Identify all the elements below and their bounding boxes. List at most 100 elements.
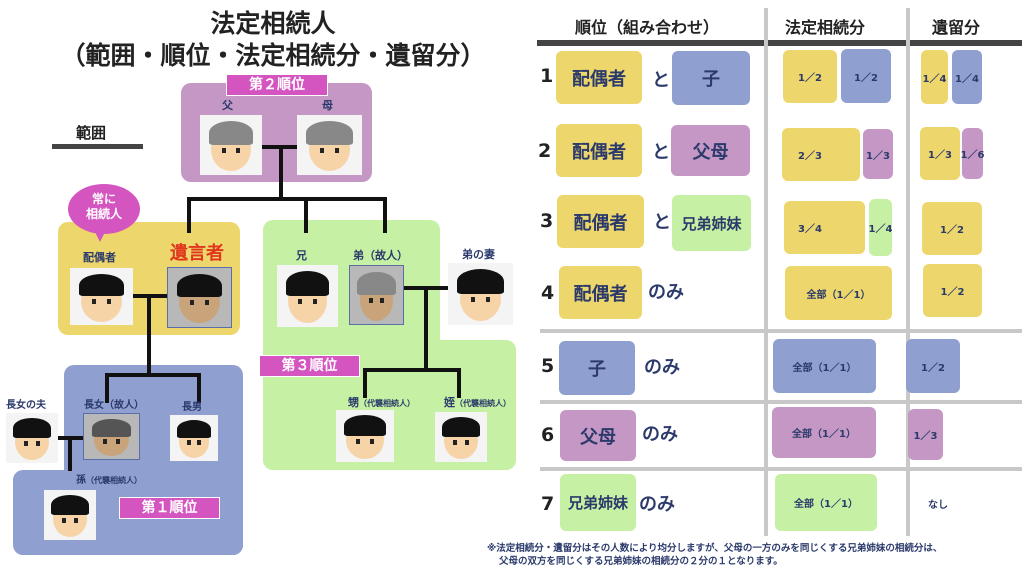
legal-share-spouse: 全部（1／1）: [785, 266, 892, 320]
younger-brother-label: 弟（故人）: [353, 249, 408, 262]
footnote-line2: 父母の双方を同じくする兄弟姉妹の相続分の２分の１となります。: [499, 556, 783, 567]
legend-line: [52, 144, 143, 149]
niece-label-group: 姪（代襲相続人）: [444, 397, 511, 410]
legend-scope-label: 範囲: [76, 124, 107, 142]
reserved-share-spouse: 1／3: [920, 127, 960, 180]
legal-share-spouse: 3／4: [784, 201, 865, 254]
older-brother-photo: [277, 265, 338, 327]
rank1-tag: 第１順位: [119, 497, 220, 519]
representative-note: （代襲相続人）: [359, 399, 415, 408]
column-divider: [906, 8, 910, 536]
line: [424, 286, 428, 372]
header-reserved-share: 遺留分: [932, 18, 981, 37]
legal-share-child: 全部（1／1）: [773, 339, 876, 393]
line: [383, 197, 387, 233]
younger-brother-photo: [349, 265, 404, 325]
daughter-husband-photo: [6, 413, 58, 463]
heir-spouse: 配偶者: [557, 195, 644, 248]
line: [363, 368, 461, 372]
title-line1: 法定相続人: [210, 9, 336, 38]
legal-share-parents: 全部（1／1）: [772, 407, 876, 458]
eldest-daughter-photo: [83, 413, 140, 460]
header-rank: 順位（組み合わせ）: [575, 18, 720, 37]
row-number: 5: [541, 355, 555, 377]
reserved-share-child: 1／4: [952, 50, 982, 104]
niece-label: 姪: [444, 396, 455, 409]
reserved-share-parents: 1／3: [908, 409, 943, 460]
line: [363, 368, 367, 398]
spouse-photo: [70, 268, 133, 325]
line: [457, 368, 461, 398]
heir-siblings: 兄弟姉妹: [672, 195, 751, 251]
brother-wife-photo: [448, 263, 513, 325]
heir-spouse: 配偶者: [559, 266, 642, 319]
brother-wife-label: 弟の妻: [462, 248, 495, 261]
legal-share-siblings: 全部（1／1）: [775, 474, 877, 531]
conjunction: と: [652, 142, 670, 163]
testator-photo: [167, 267, 232, 328]
grandchild-photo: [44, 490, 96, 540]
bubble-tail: [94, 230, 106, 242]
father-label: 父: [222, 99, 233, 112]
representative-note: （代襲相続人）: [455, 399, 511, 408]
reserved-share-spouse: 1／2: [923, 264, 982, 317]
reserved-share-spouse: 1／4: [921, 50, 948, 104]
reserved-share-parents: 1／6: [961, 128, 984, 179]
heir-spouse: 配偶者: [556, 124, 642, 177]
heir-child: 子: [672, 51, 750, 105]
grandchild-label: 孫: [76, 475, 86, 486]
row-number: 7: [541, 493, 555, 515]
line: [304, 197, 308, 233]
line: [68, 436, 72, 471]
reserved-share-spouse: 1／2: [922, 202, 982, 255]
row-number: 4: [541, 282, 555, 304]
line: [147, 294, 151, 374]
bubble-line2: 相続人: [85, 207, 122, 221]
mother-label: 母: [322, 99, 333, 112]
rank3-tag: 第３順位: [259, 355, 360, 377]
row-number: 1: [540, 65, 554, 87]
header-legal-share: 法定相続分: [785, 18, 866, 37]
heir-child: 子: [559, 341, 635, 395]
legal-share-parents: 1／3: [863, 129, 893, 179]
column-divider: [764, 8, 768, 536]
line: [197, 373, 201, 403]
conjunction: のみ: [639, 494, 675, 515]
eldest-son-label: 長男: [182, 402, 202, 413]
heir-siblings: 兄弟姉妹: [560, 474, 636, 531]
representative-note: （代襲相続人）: [86, 476, 142, 485]
eldest-son-photo: [170, 415, 218, 461]
row-number: 2: [538, 140, 552, 162]
legal-share-siblings: 1／4: [869, 199, 892, 256]
heir-parents: 父母: [671, 125, 750, 176]
footnote: ※法定相続分・遺留分はその人数により均分しますが、父母の一方のみを同じくする兄弟…: [487, 542, 942, 568]
reserved-share-siblings: なし: [928, 500, 948, 511]
niece-photo: [435, 412, 487, 462]
heir-parents: 父母: [560, 410, 636, 461]
nephew-label-group: 甥（代襲相続人）: [348, 397, 415, 410]
row-divider: [540, 329, 1022, 333]
nephew-photo: [336, 410, 394, 462]
row-number: 3: [540, 210, 554, 232]
nephew-label: 甥: [348, 396, 359, 409]
conjunction: と: [653, 212, 671, 233]
line: [105, 373, 109, 403]
line: [187, 197, 191, 233]
conjunction: のみ: [642, 424, 678, 445]
line: [187, 197, 387, 201]
line: [279, 145, 283, 200]
always-heir-bubble: 常に 相続人: [68, 184, 140, 234]
legal-share-spouse: 1／2: [783, 50, 837, 103]
header-rule: [537, 40, 1022, 46]
bubble-line1: 常に: [91, 192, 116, 206]
rank2-tag: 第２順位: [226, 74, 328, 96]
mother-photo: [297, 115, 362, 175]
spouse-label: 配偶者: [83, 251, 116, 264]
heir-spouse: 配偶者: [556, 51, 642, 104]
reserved-share-child: 1／2: [906, 339, 960, 393]
older-brother-label: 兄: [296, 249, 307, 262]
conjunction: と: [652, 70, 670, 91]
testator-label: 遺言者: [170, 243, 224, 264]
grandchild-label-group: 孫（代襲相続人）: [76, 475, 142, 487]
row-divider: [540, 400, 1022, 404]
